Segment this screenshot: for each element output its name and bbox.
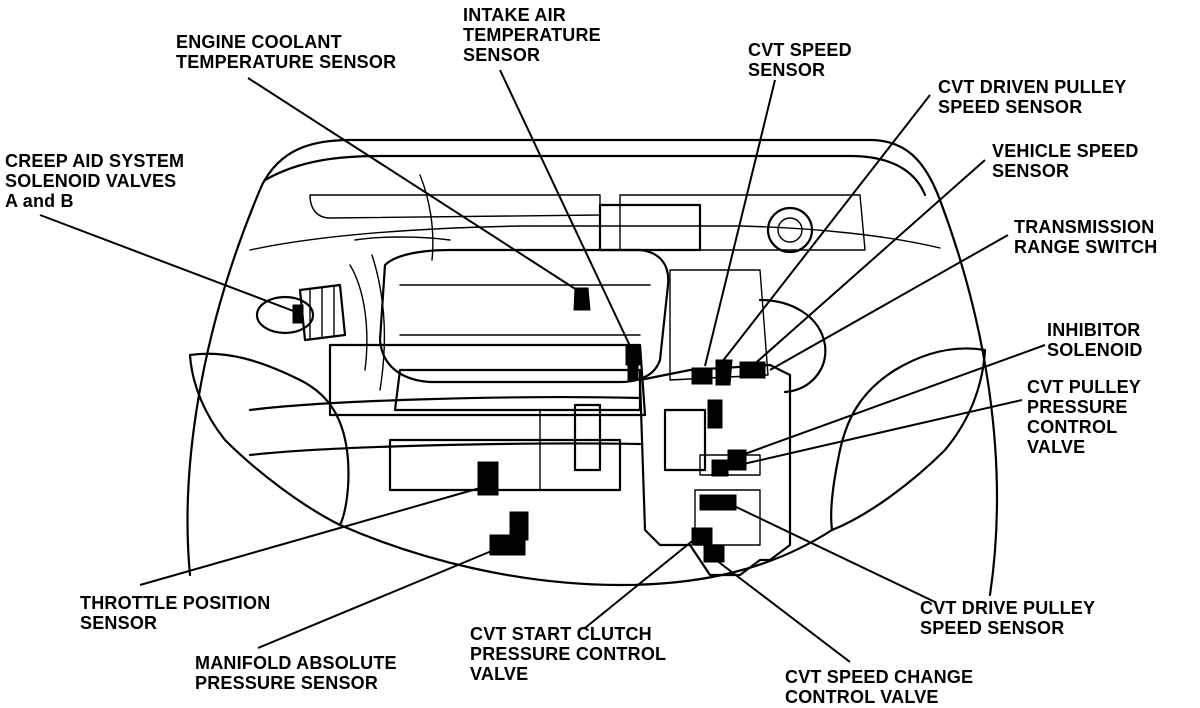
leader-lines (39, 69, 1046, 663)
leader-map (257, 549, 495, 649)
leader-cvt-speed (704, 79, 776, 367)
leader-ect (247, 77, 581, 293)
leader-pulley-pressure (725, 399, 1023, 469)
map-sensor-upper-glyph (509, 511, 529, 541)
sensor-glyphs (292, 287, 766, 563)
start-clutch-valve-glyph (691, 527, 713, 546)
speed-change-valve-glyph (703, 544, 725, 563)
transmission-stem-glyph (707, 399, 723, 429)
leader-drive-pulley (731, 504, 936, 603)
map-sensor-lower-glyph (489, 534, 526, 556)
leader-iat (499, 69, 631, 347)
pulley-pressure-valve-glyph (711, 459, 729, 477)
leader-start-clutch (584, 537, 697, 629)
iat-sensor-stem (627, 364, 639, 381)
cvt-speed-sensor-glyph (691, 367, 713, 385)
iat-sensor-glyph (625, 344, 641, 366)
leader-vehicle-speed (749, 159, 986, 369)
leader-driven-pulley (721, 94, 931, 363)
creep-aid-solenoid-glyph (292, 304, 304, 324)
leader-creep-aid (39, 214, 297, 313)
cvt-driven-pulley-sensor-glyph (715, 359, 733, 386)
leader-inhibitor (741, 344, 1046, 456)
tps-glyph (477, 461, 499, 496)
transmission-housing (638, 269, 827, 577)
vehicle-speed-sensor-glyph (739, 361, 766, 379)
leader-speed-change (715, 559, 851, 663)
ect-sensor-glyph (573, 287, 591, 311)
leader-tps (139, 487, 481, 586)
firewall-details (309, 174, 866, 261)
leader-trans-range (769, 234, 1009, 371)
drive-pulley-sensor-glyph (699, 494, 737, 511)
vehicle-body-outline (186, 138, 999, 597)
engine-block (248, 248, 707, 492)
left-components (255, 254, 386, 391)
